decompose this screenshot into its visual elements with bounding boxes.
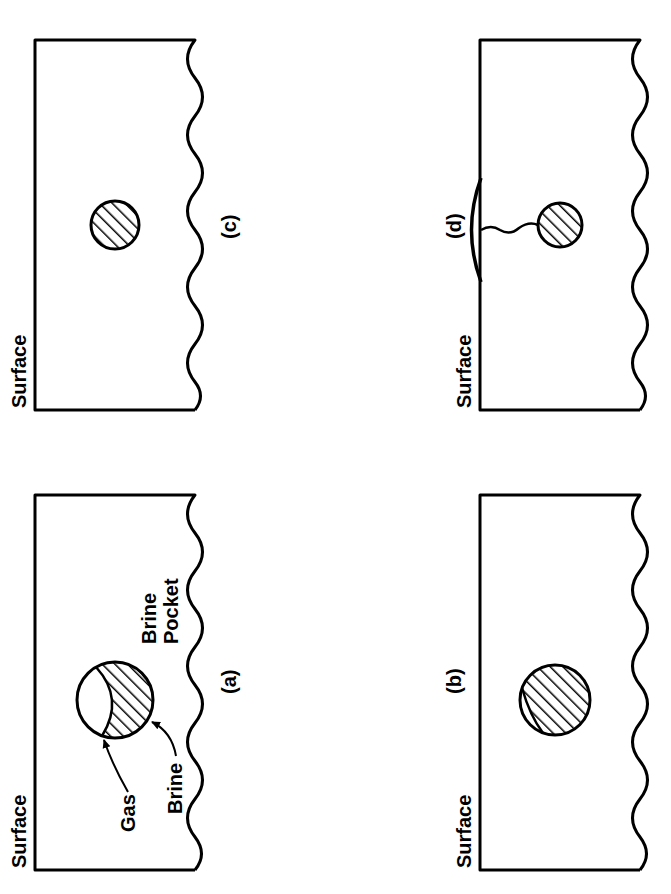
brine-pocket — [77, 662, 153, 738]
panel-outline — [480, 40, 648, 410]
leader-arrow — [104, 740, 128, 792]
gas-region — [77, 667, 113, 736]
surface-label: Surface — [453, 335, 475, 408]
gas-label: Gas — [117, 794, 139, 832]
gas-brine-interface — [96, 667, 112, 736]
brine-channel — [481, 224, 538, 233]
pocket-label: Brine Pocket — [138, 564, 182, 644]
panel-letter: (a) — [218, 670, 240, 694]
panel-letter: (d) — [443, 213, 465, 239]
brine-pocket — [520, 665, 590, 735]
brine-fill — [520, 665, 590, 735]
brine-label: Brine — [164, 763, 186, 814]
leader-arrow — [152, 722, 176, 756]
brine-fill — [77, 662, 153, 738]
surface-label: Surface — [8, 795, 30, 868]
surface-brine-bump — [472, 178, 482, 282]
panel-outline — [480, 495, 648, 870]
panel-outline — [35, 40, 203, 410]
brine-pocket — [538, 203, 582, 247]
surface-label: Surface — [453, 795, 475, 868]
panel-outline — [35, 495, 203, 870]
panel-letter: (b) — [443, 668, 465, 694]
panel-letter: (c) — [218, 215, 240, 239]
surface-label: Surface — [8, 335, 30, 408]
brine-pocket — [91, 201, 139, 249]
